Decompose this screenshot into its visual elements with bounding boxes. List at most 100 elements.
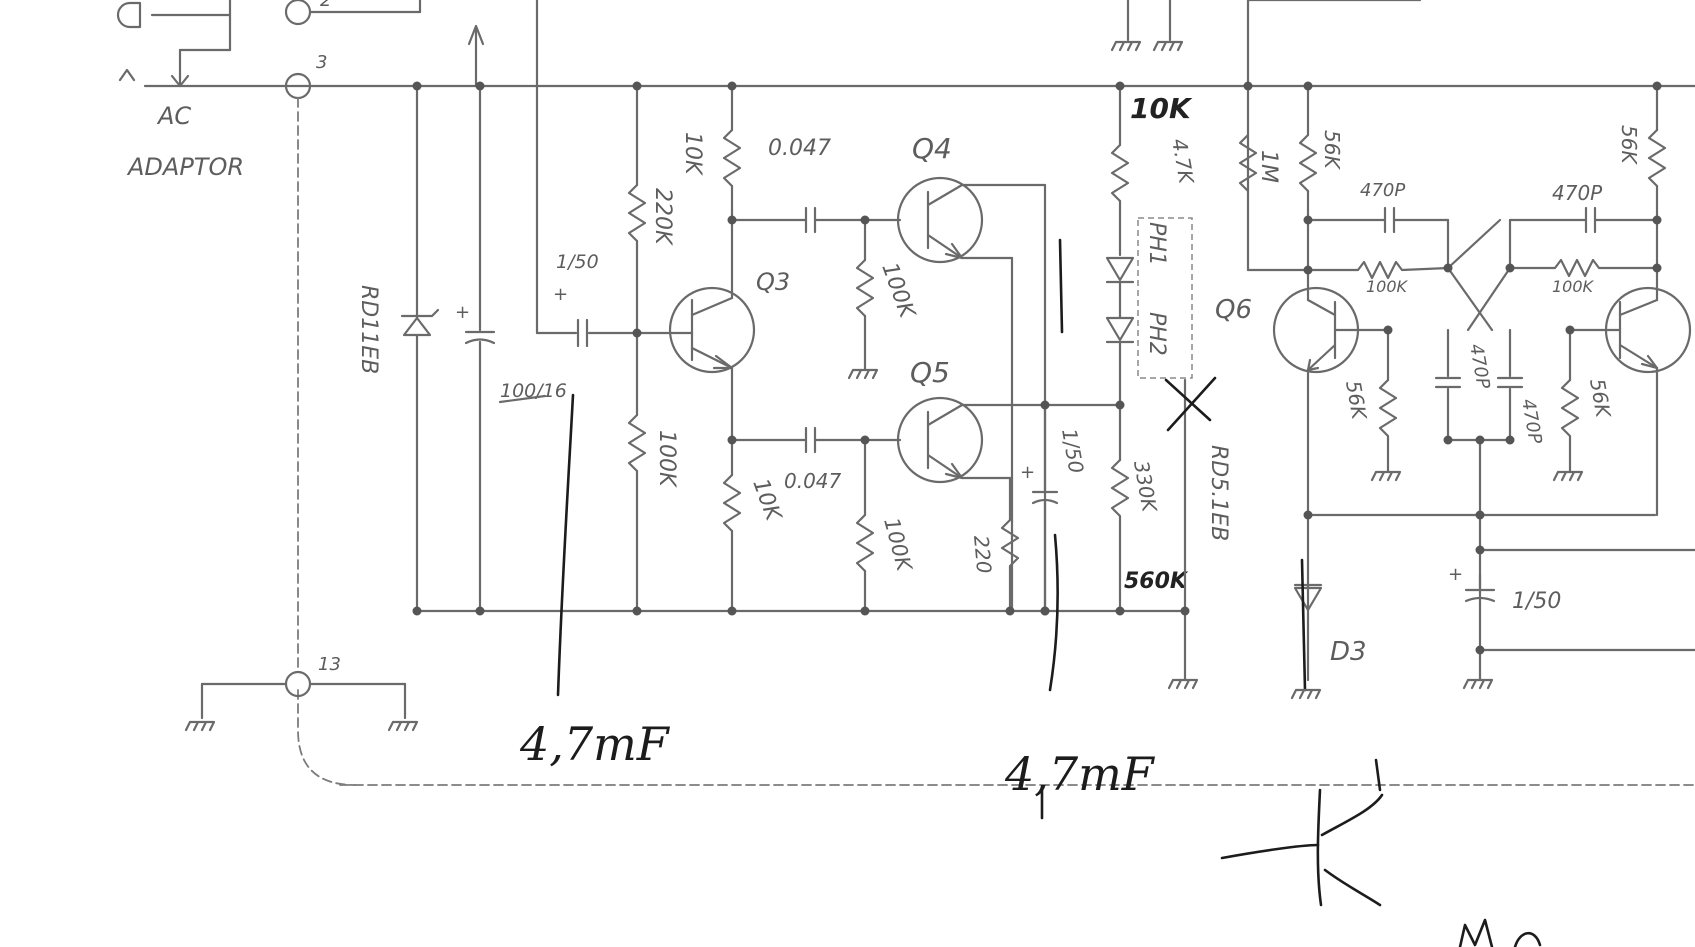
transistor-q5: Q5	[896, 356, 1122, 484]
junction-dot	[860, 606, 870, 616]
ground-symbol	[1167, 678, 1199, 690]
capacitor-470p-c: 470P	[1434, 328, 1494, 442]
cap-out-label: 1/50	[1057, 427, 1088, 475]
ground-symbol	[184, 720, 216, 732]
junction-dot	[727, 81, 737, 91]
resistor-100k-d: 100K	[1306, 260, 1450, 296]
zener-2-label: RD5.1EB	[1206, 445, 1231, 541]
capacitor-0047-lower: 0.047	[730, 426, 902, 493]
top-ground-fragment	[1110, 0, 1184, 52]
ground-symbol	[1290, 688, 1322, 700]
junction-dot	[1040, 606, 1050, 616]
capacitor-0047-upper: 0.047	[730, 136, 902, 234]
c-470p-d-label: 470P	[1517, 397, 1546, 445]
junction-dot	[1652, 263, 1662, 273]
r-10k-a-label: 10K	[680, 132, 705, 176]
r-56k-d-label: 56K	[1585, 377, 1616, 421]
resistor-56k-a	[1298, 133, 1318, 193]
resistor-47k	[1110, 143, 1130, 203]
photodiode-housing	[1137, 217, 1193, 379]
arrow-up-marker	[467, 24, 485, 88]
r-220-label: 220	[969, 534, 996, 574]
transistor-sketch	[1220, 758, 1542, 947]
junction-dot	[1443, 435, 1453, 445]
junction-dot	[1115, 606, 1125, 616]
junction-dot	[727, 435, 737, 445]
junction-dot	[475, 81, 485, 91]
resistor-100k-e: 100K	[1508, 258, 1659, 296]
junction-dot	[1303, 265, 1313, 275]
junction-dot	[1565, 325, 1575, 335]
photodiode-ph1	[1105, 256, 1135, 320]
junction-dot	[1475, 510, 1485, 520]
junction-dot	[860, 435, 870, 445]
junction-dot	[1115, 400, 1125, 410]
r-56k-b-label: 56K	[1341, 379, 1372, 423]
junction-dot	[1243, 81, 1253, 91]
zener-1-label: RD11EB	[356, 285, 381, 374]
r-47k-label: 4.7K	[1167, 137, 1199, 187]
ground-symbol	[1370, 470, 1402, 482]
c-470p-b-label: 470P	[1552, 181, 1603, 205]
ground-symbol	[1462, 678, 1494, 690]
junction-dot	[1005, 606, 1015, 616]
junction-dot	[1383, 325, 1393, 335]
junction-dot	[1652, 215, 1662, 225]
terminal-pin-3: 3	[284, 52, 327, 100]
cap-filter-label: 100/16	[500, 380, 567, 402]
pin-3-label: 3	[316, 52, 327, 73]
r-10k-mod-label: 10K	[1130, 92, 1193, 125]
junction-dot	[1303, 215, 1313, 225]
junction-dot	[632, 606, 642, 616]
resistor-56k-d	[1560, 378, 1580, 474]
pin-13-label: 13	[318, 654, 341, 675]
junction-dot	[1475, 645, 1485, 655]
capacitor-1-50-d3: + 1/50	[1448, 564, 1561, 614]
r-560k-mod-label: 560K	[1124, 569, 1189, 594]
r-100k-d-label: 100K	[1366, 277, 1409, 296]
ph1-label: PH1	[1144, 222, 1169, 266]
q4-label: Q4	[912, 132, 952, 165]
transistor-q6: Q6	[1215, 286, 1390, 374]
svg-text:+: +	[553, 284, 568, 305]
r-100k-c-label: 100K	[879, 515, 917, 575]
cross-coupling	[1466, 266, 1512, 332]
r-100k-b-label: 100K	[876, 260, 919, 323]
r-330k-label: 330K	[1129, 459, 1162, 516]
transistor-q7	[1568, 286, 1692, 374]
c-470p-c-label: 470P	[1465, 342, 1494, 390]
r-220k-label: 220K	[650, 188, 675, 246]
resistor-1m	[1238, 133, 1258, 193]
ph2-label: PH2	[1144, 312, 1169, 356]
junction-dot	[1040, 400, 1050, 410]
zener-rd11eb: RD11EB	[356, 84, 440, 613]
ground-symbol	[1552, 470, 1584, 482]
q3-label: Q3	[756, 268, 790, 296]
cross-coupling	[1446, 218, 1502, 332]
junction-dot	[632, 81, 642, 91]
r-10k-b-label: 10K	[747, 476, 786, 526]
cap-in-label: 1/50	[556, 251, 599, 273]
pin-2-label: 2	[320, 0, 331, 11]
capacitor-470p-b: 470P	[1508, 181, 1659, 270]
cap-d3-label: 1/50	[1512, 589, 1561, 614]
svg-text:+: +	[455, 302, 470, 323]
q6-label: Q6	[1215, 295, 1252, 325]
junction-dot	[727, 606, 737, 616]
cap-0047-b-label: 0.047	[784, 469, 842, 493]
junction-dot	[1443, 263, 1453, 273]
resistor-100k-bias	[627, 413, 647, 473]
resistor-10k-emitter	[722, 473, 742, 533]
c-470p-a-label: 470P	[1360, 180, 1405, 201]
ground-symbol	[847, 368, 879, 380]
junction-dot	[1475, 435, 1485, 445]
junction-dot	[1303, 510, 1313, 520]
r-100k-e-label: 100K	[1552, 277, 1595, 296]
ground-symbol	[387, 720, 419, 732]
resistor-220k	[627, 183, 647, 243]
junction-dot	[1303, 81, 1313, 91]
transistor-q3: Q3	[635, 268, 790, 374]
junction-dot	[632, 328, 642, 338]
hand-note-2: 4,7mF	[1004, 747, 1156, 801]
